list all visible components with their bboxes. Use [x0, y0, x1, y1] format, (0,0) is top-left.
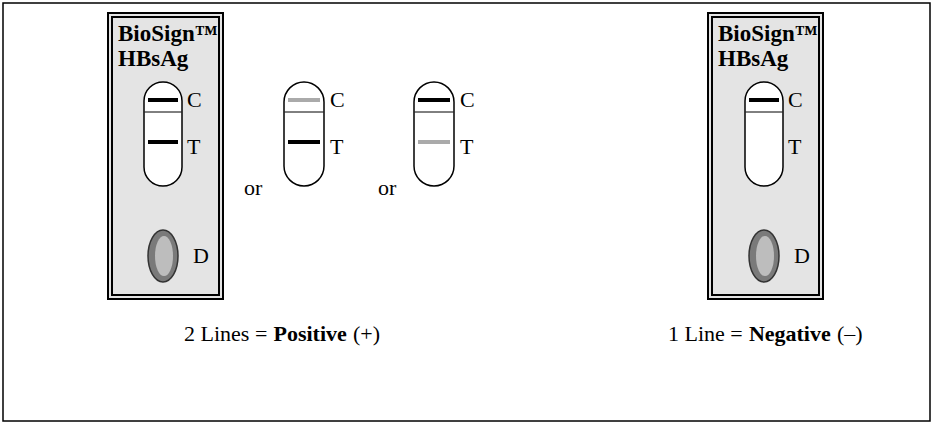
line-letter: T	[788, 136, 801, 158]
line-letter: C	[460, 89, 475, 111]
sample-well	[749, 230, 779, 282]
caption-result: Negative	[749, 323, 831, 345]
result-caption: 1 Line = Negative (–)	[668, 323, 863, 345]
caption-sign: (+)	[353, 323, 380, 345]
conjunction: or	[378, 177, 396, 199]
line-letter: C	[330, 89, 345, 111]
cassette-ground	[707, 12, 824, 300]
line-letter: T	[187, 136, 200, 158]
line-letter: C	[187, 89, 202, 111]
outer-frame	[3, 3, 930, 421]
brand-name: BioSign™ HBsAg	[713, 18, 818, 72]
result-window	[284, 82, 324, 186]
brand-name: BioSign™ HBsAg	[113, 18, 218, 72]
result-window	[144, 82, 182, 186]
well-letter: D	[193, 245, 209, 267]
line-letter: C	[788, 89, 803, 111]
caption-sign: (–)	[837, 323, 863, 345]
line-letter: T	[330, 136, 343, 158]
caption-text: 1 Line =	[668, 323, 743, 345]
cassette-ground	[107, 12, 224, 300]
result-window	[745, 82, 783, 186]
sample-well	[148, 230, 178, 282]
conjunction: or	[244, 177, 262, 199]
result-window	[414, 82, 454, 186]
caption-result: Positive	[273, 323, 346, 345]
caption-text: 2 Lines =	[184, 323, 267, 345]
result-caption: 2 Lines = Positive (+)	[184, 323, 380, 345]
well-letter: D	[794, 245, 810, 267]
line-letter: T	[460, 136, 473, 158]
